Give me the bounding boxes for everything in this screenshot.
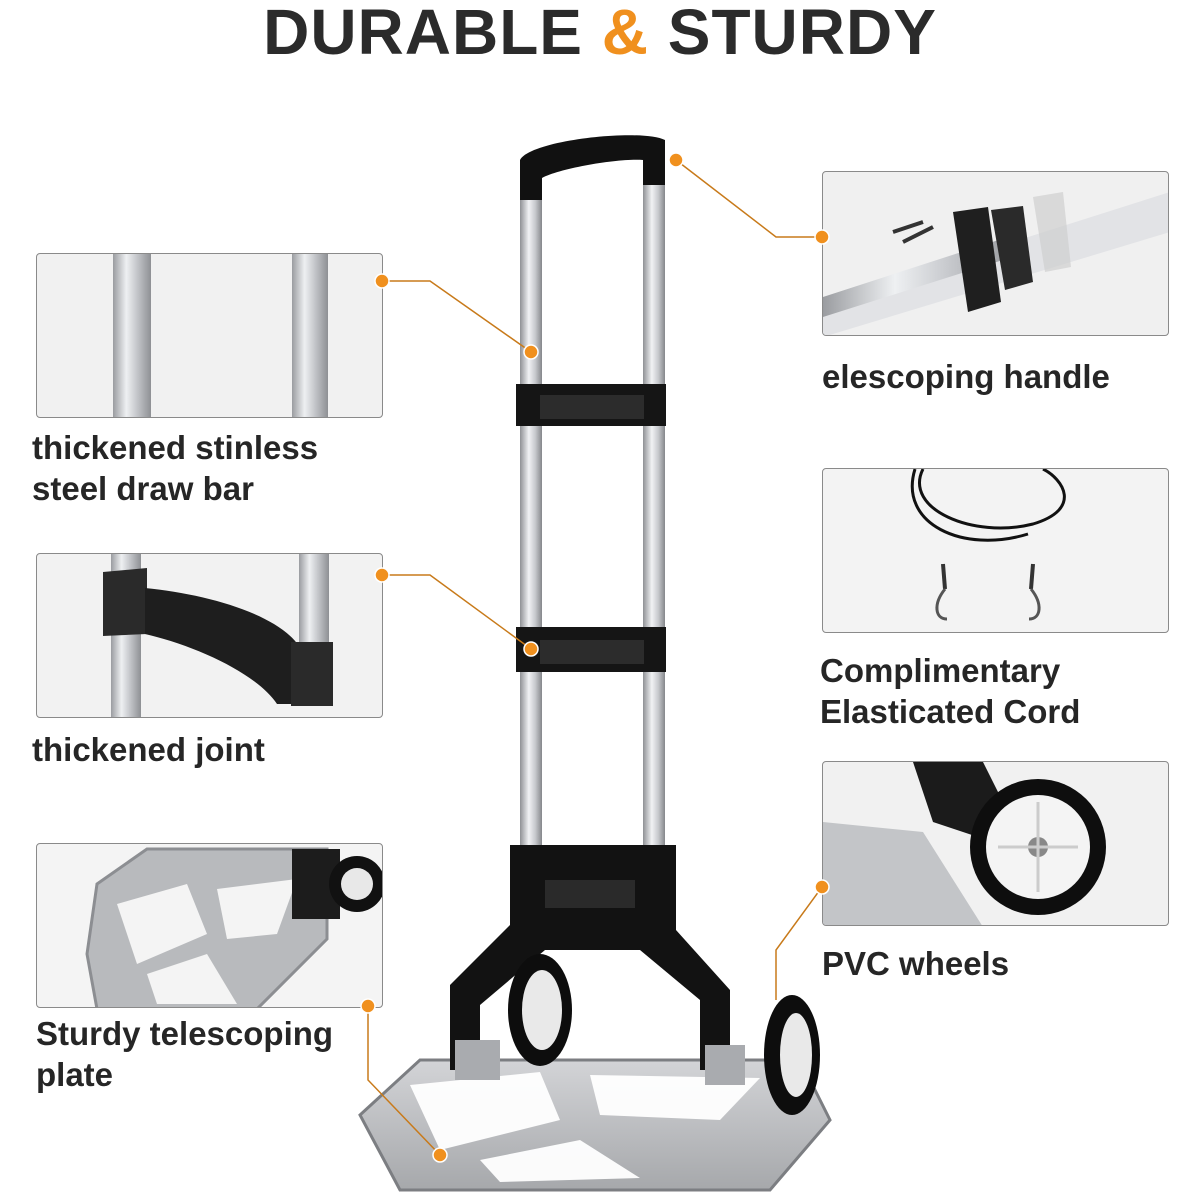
right-wheel	[764, 995, 820, 1115]
base-plate	[358, 1058, 832, 1192]
feature-label-handle: elescoping handle	[822, 356, 1110, 397]
plate-closeup-graphic	[85, 847, 382, 1007]
feature-label-draw-bar: thickened stinless steel draw bar	[32, 427, 318, 509]
feature-label-line: elescoping handle	[822, 358, 1110, 395]
right-upright-tube	[643, 170, 665, 870]
draw-bar-closeup-photo	[36, 253, 383, 418]
callout-lines	[367, 159, 823, 1156]
feature-label-line: thickened joint	[32, 731, 265, 768]
plate-closeup-photo	[36, 843, 383, 1008]
headline-ampersand: &	[601, 0, 649, 68]
feature-label-line: Complimentary	[820, 652, 1061, 689]
feature-label-line: steel draw bar	[32, 470, 254, 507]
feature-label-wheels: PVC wheels	[822, 943, 1009, 984]
feature-label-line: thickened stinless	[32, 429, 319, 466]
cord-graphic	[910, 469, 1066, 621]
feature-label-line: Elasticated Cord	[820, 693, 1081, 730]
draw-bar-closeup-graphic	[113, 254, 328, 417]
top-handle-grip	[520, 135, 665, 200]
feature-label-cord: Complimentary Elasticated Cord	[820, 650, 1080, 732]
handle-closeup-graphic	[823, 192, 1168, 335]
feature-label-plate: Sturdy telescoping plate	[36, 1013, 333, 1095]
joint-closeup-photo	[36, 553, 383, 718]
feature-label-line: Sturdy telescoping	[36, 1015, 334, 1052]
wheel-closeup-photo	[822, 761, 1169, 926]
headline-word-2: STURDY	[667, 0, 937, 68]
wheel-closeup-graphic	[823, 762, 1106, 925]
handle-closeup-photo	[822, 171, 1169, 336]
callout-dots	[360, 152, 830, 1163]
headline: DURABLE & STURDY	[0, 0, 1200, 64]
feature-label-line: plate	[36, 1056, 114, 1093]
feature-label-line: PVC wheels	[822, 945, 1010, 982]
cord-photo	[822, 468, 1169, 633]
left-wheel	[508, 954, 572, 1066]
feature-label-joint: thickened joint	[32, 729, 265, 770]
lower-frame	[450, 845, 730, 1070]
joint-closeup-graphic	[103, 554, 333, 717]
left-upright-tube	[520, 170, 542, 870]
headline-word-1: DURABLE	[263, 0, 583, 68]
